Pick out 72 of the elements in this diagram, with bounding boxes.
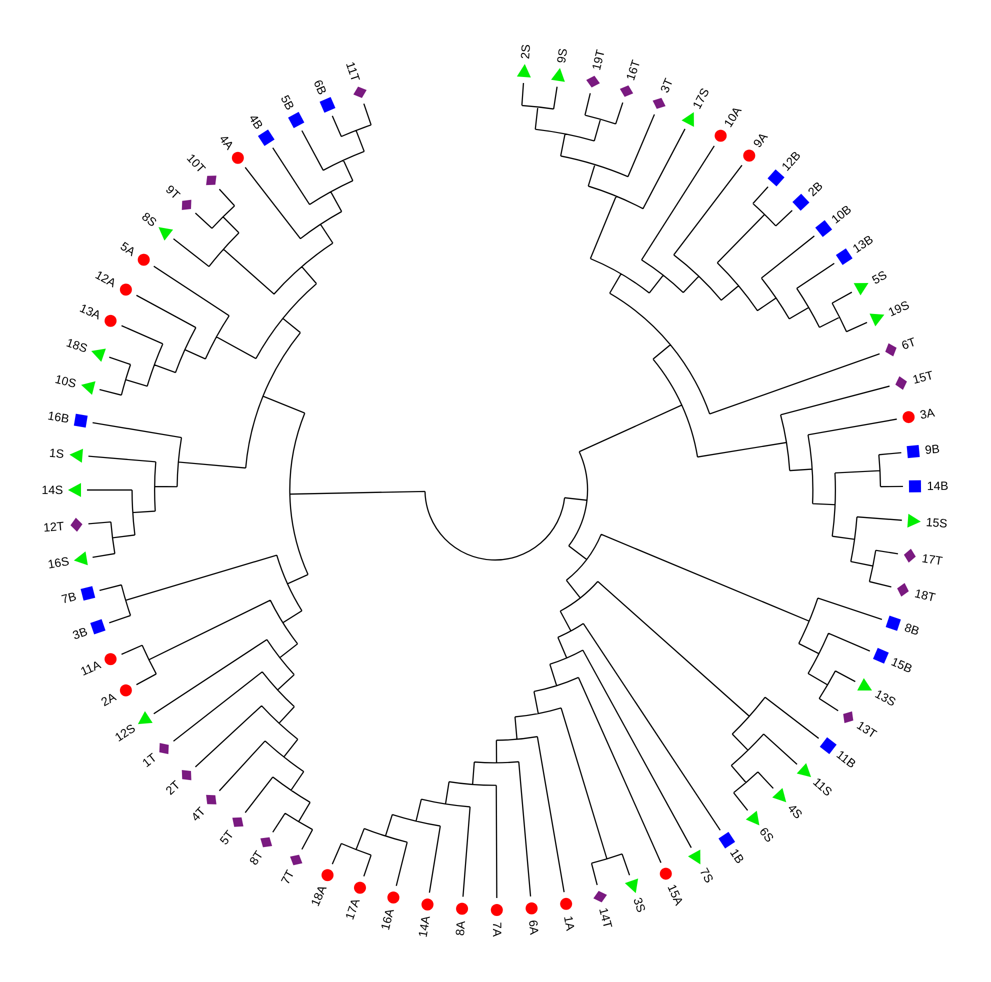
leaf-label: 8A — [454, 920, 468, 936]
leaf-label: 7T — [278, 868, 296, 886]
leaf-label: 8S — [139, 210, 158, 229]
leaf-label: 4S — [785, 802, 804, 821]
leaf-label: 2S — [519, 44, 532, 60]
leaf-label: 13A — [78, 302, 102, 322]
leaf-label: 13S — [874, 688, 898, 708]
leaf-label: 17S — [690, 86, 712, 110]
leaf-label: 13B — [850, 233, 876, 255]
leaf-label: 19T — [590, 48, 606, 72]
leaf-label: 7A — [490, 922, 503, 937]
leaf-label: 3S — [632, 896, 648, 914]
leaf-label: 9S — [554, 48, 569, 64]
leaf-label: 17T — [920, 552, 944, 567]
leaf-label: 1T — [140, 751, 158, 770]
leaf-label: 15A — [665, 882, 685, 907]
leaf-label: 19S — [886, 298, 911, 318]
leaf-label: 18S — [64, 336, 88, 356]
leaf-label: 7B — [60, 590, 78, 606]
leaf-label: 11A — [78, 658, 102, 678]
leaf-label: 6S — [758, 826, 776, 844]
leaf-label: 4A — [216, 133, 236, 152]
leaf-label: 5T — [217, 828, 236, 846]
leaf-label: 4B — [246, 112, 265, 131]
leaf-label: 2T — [163, 778, 182, 798]
leaf-label: 14A — [416, 915, 432, 938]
leaf-label: 11T — [344, 60, 362, 83]
leaf-label: 5B — [278, 94, 296, 112]
leaf-label: 15S — [925, 516, 948, 530]
leaf-label: 6A — [526, 920, 540, 936]
leaf-label: 14B — [926, 480, 948, 492]
leaf-label: 12T — [43, 520, 65, 534]
leaf-label: 3B — [70, 624, 88, 642]
leaf-label: 1S — [49, 447, 65, 460]
leaf-label: 16S — [46, 555, 70, 571]
leaf-label: 15B — [890, 655, 914, 674]
leaf-label: 4T — [189, 804, 208, 823]
leaf-label: 2A — [100, 690, 118, 708]
leaf-label: 10T — [184, 152, 208, 176]
leaf-label: 12A — [94, 268, 118, 290]
leaf-label: 16T — [624, 58, 642, 82]
leaf-label: 2B — [806, 180, 824, 198]
leaf-label: 12B — [780, 149, 803, 173]
leaf-label: 7S — [698, 866, 716, 884]
leaf-label: 9T — [163, 182, 182, 202]
leaf-label: 9A — [752, 130, 770, 150]
leaf-label: 11B — [834, 748, 858, 770]
leaf-label: 1A — [562, 914, 577, 932]
leaf-label: 6B — [311, 78, 328, 96]
leaf-label: 9B — [924, 443, 940, 456]
leaf-label: 15T — [911, 368, 934, 386]
leaf-label: 16B — [46, 409, 70, 425]
leaf-label: 3A — [919, 406, 936, 421]
leaf-label: 10A — [722, 104, 744, 129]
leaf-label: 18T — [913, 586, 936, 604]
leaf-label: 5A — [118, 240, 137, 258]
leaf-label: 6T — [900, 335, 918, 352]
leaf-label: 16A — [380, 908, 396, 932]
leaf-label: 12S — [112, 722, 137, 744]
leaf-label: 1B — [728, 846, 747, 866]
leaf-label: 14S — [42, 484, 63, 496]
leaf-label: 10S — [54, 372, 78, 390]
leaf-label: 8B — [902, 621, 920, 638]
leaf-label: 8T — [247, 849, 265, 868]
leaf-label: 13T — [855, 718, 879, 740]
leaf-label: 10B — [829, 203, 854, 226]
leaf-label: 18A — [308, 884, 328, 908]
leaf-label: 3T — [658, 77, 675, 95]
leaf-label: 11S — [810, 776, 834, 799]
leaf-label: 5S — [870, 268, 889, 286]
leaf-label: 14T — [597, 906, 614, 930]
leaf-label: 17A — [344, 897, 362, 922]
